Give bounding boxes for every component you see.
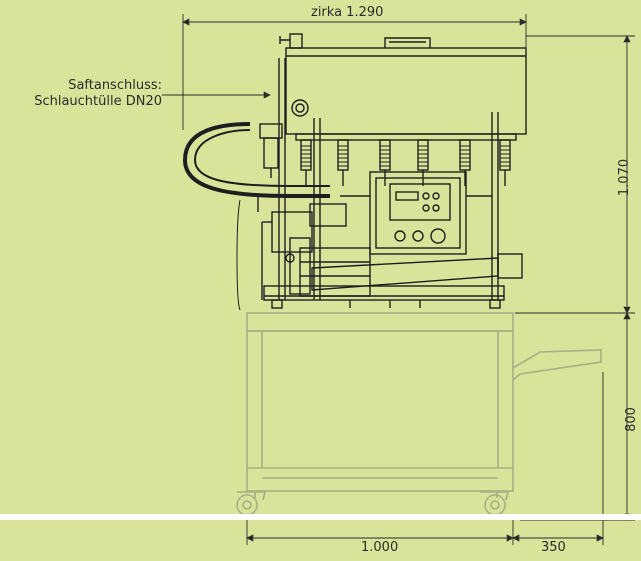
machine-body	[182, 33, 527, 311]
white-separator-band	[0, 514, 641, 520]
dimension-lines	[162, 14, 635, 545]
nozzle-group	[300, 139, 511, 186]
dim-width-table: 1.000	[361, 540, 399, 555]
dim-width-tray: 350	[541, 540, 566, 555]
callout-line-1: Saftanschluss:	[68, 78, 162, 93]
dim-height-machine: 1.070	[617, 158, 633, 197]
callout-line-2: Schlauchtülle DN20	[34, 94, 162, 109]
spring-coils	[301, 145, 510, 167]
dim-width-top: zirka 1.290	[311, 5, 384, 20]
table-frame	[236, 312, 602, 516]
callout-juice-connection: Saftanschluss: Schlauchtülle DN20	[0, 78, 162, 110]
dim-height-table: 800	[623, 407, 639, 432]
